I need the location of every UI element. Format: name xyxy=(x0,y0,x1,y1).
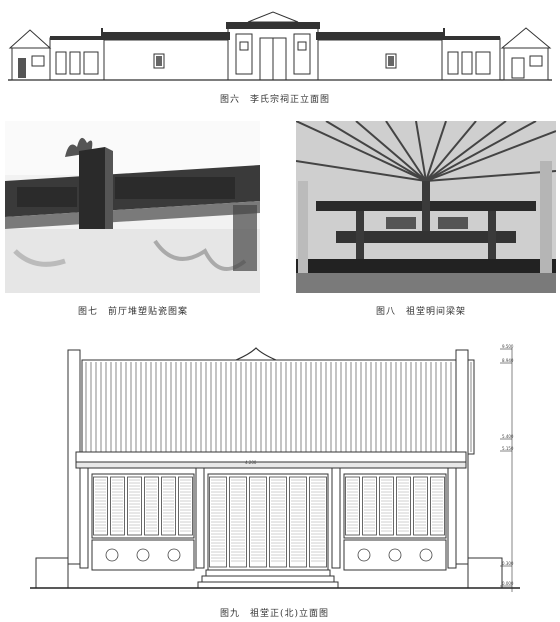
elevation-label: 9.500 xyxy=(502,344,514,349)
elevation-label: 5.150 xyxy=(502,446,514,451)
figure-8-photo xyxy=(296,121,556,293)
elevation-label: 0.000 xyxy=(502,581,514,586)
figure-9-caption: 图九 祖堂正(北)立面图 xyxy=(220,609,330,619)
figure-7-caption: 图七 前厅堆塑贴瓷图案 xyxy=(78,307,189,317)
elevation-label: 0.300 xyxy=(502,561,514,566)
figure-6-front-elevation xyxy=(8,8,552,84)
figure-8-caption: 图八 祖堂明间梁架 xyxy=(376,307,467,317)
figure-9-north-elevation xyxy=(20,344,556,600)
figure-6-caption: 图六 李氏宗祠正立面图 xyxy=(220,95,331,105)
elevation-label: 8.940 xyxy=(502,358,514,363)
figure-7-photo xyxy=(5,121,260,293)
elevation-label: 4.200 xyxy=(245,460,257,465)
elevation-label: 5.400 xyxy=(502,434,514,439)
